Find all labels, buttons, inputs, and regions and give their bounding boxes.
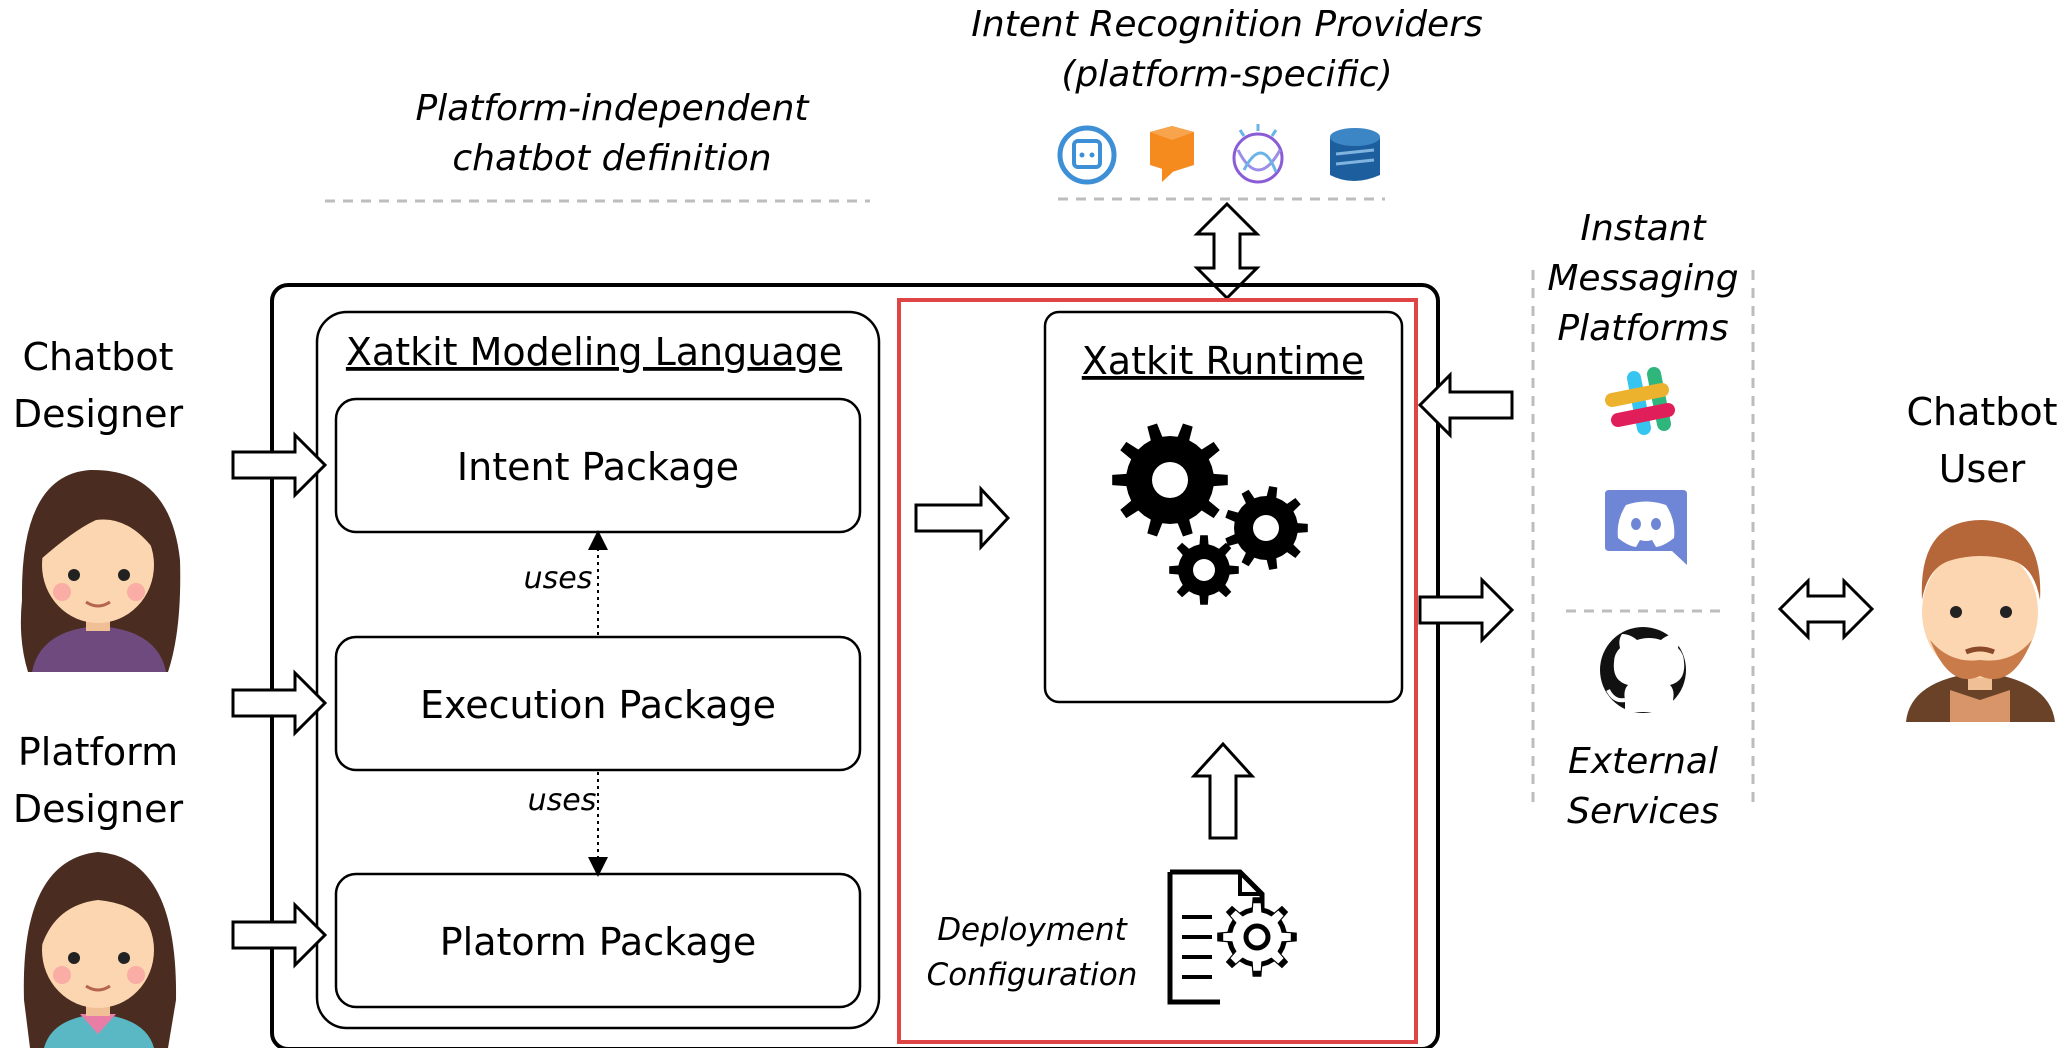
gear-hole (1152, 462, 1188, 498)
modeling-language-title: Xatkit Modeling Language (346, 330, 842, 374)
slack-icon (1605, 367, 1675, 435)
chatbot-designer-avatar (20, 469, 181, 672)
uses-label-upper: uses (524, 561, 593, 596)
azure-luis-icon (1330, 128, 1380, 181)
user-double-arrow (1777, 577, 1875, 641)
gears-icon (1112, 423, 1308, 605)
intent-providers-label: Intent Recognition Providers(platform-sp… (971, 4, 1483, 95)
xatkit-framework-box (270, 283, 1440, 1048)
chatbot-user-avatar (1906, 520, 2055, 722)
dialogflow-icon (1057, 125, 1117, 185)
modeling-language-box (315, 310, 881, 1030)
gear-hole (1243, 923, 1271, 951)
xatkit-runtime-box (1043, 310, 1404, 704)
deployment-up-arrow (1190, 741, 1256, 840)
uses-label-lower: uses (528, 783, 597, 818)
intent-package-label: Intent Package (457, 445, 739, 489)
ibm-watson-icon (1232, 124, 1284, 184)
xatkit-runtime-title: Xatkit Runtime (1082, 339, 1364, 383)
gear-hole (1193, 559, 1215, 581)
runtime-to-messaging-arrow (1418, 576, 1515, 644)
config-document-gear-icon (1167, 869, 1297, 1005)
designer-to-execution-arrow (231, 669, 328, 737)
gear-hole (1253, 515, 1279, 541)
github-icon (1600, 627, 1686, 713)
platform-designer-avatar (23, 852, 177, 1048)
discord-icon (1605, 490, 1687, 565)
designer-to-platform-arrow (231, 901, 328, 969)
gear-inner (1223, 903, 1291, 971)
messaging-to-runtime-arrow (1417, 371, 1514, 439)
execution-package-box (334, 635, 862, 772)
amazon-lex-icon (1150, 126, 1194, 182)
platform-package-label: Platorm Package (440, 920, 756, 964)
modeling-to-runtime-arrow (914, 485, 1011, 551)
designer-to-intent-arrow (231, 431, 328, 499)
runtime-region-box (897, 298, 1418, 1044)
execution-package-label: Execution Package (420, 683, 776, 727)
